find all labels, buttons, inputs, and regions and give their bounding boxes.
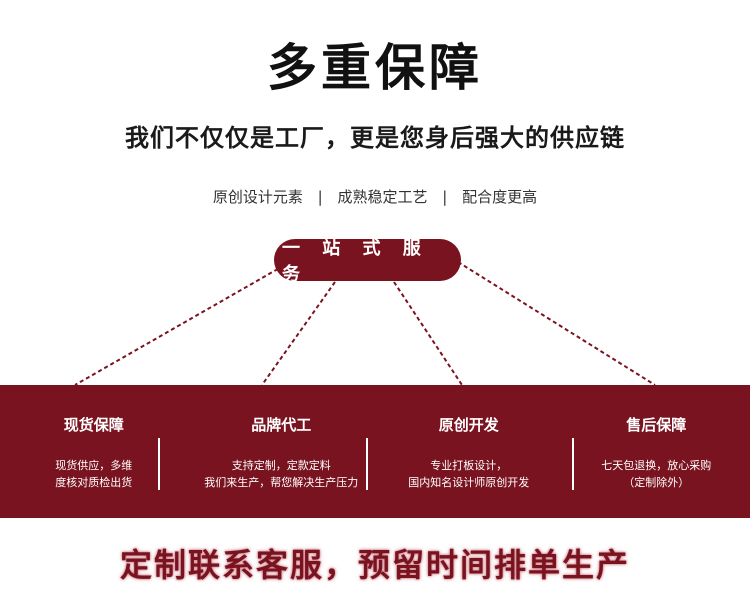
tagline-item-craft: 成熟稳定工艺	[337, 188, 428, 206]
column-description: 专业打板设计， 国内知名设计师原创开发	[375, 457, 563, 491]
column-desc-line: 现货供应，多维	[55, 459, 133, 472]
column-title: 品牌代工	[251, 416, 312, 434]
connector-line-1	[74, 261, 291, 386]
column-desc-line: （定制除外）	[623, 476, 690, 489]
tagline-separator: |	[317, 188, 323, 206]
guarantee-column-aftersales: 售后保障 七天包退换，放心采购 （定制除外）	[563, 385, 750, 518]
tagline-separator: |	[442, 188, 448, 206]
column-desc-line: 七天包退换，放心采购	[601, 459, 712, 472]
column-description: 现货供应，多维 度核对质检出货	[0, 457, 188, 491]
column-desc-line: 国内知名设计师原创开发	[408, 476, 530, 489]
column-desc-line: 专业打板设计，	[430, 459, 508, 472]
connector-line-2	[261, 281, 336, 386]
column-description: 支持定制，定款定料 我们来生产，帮您解决生产压力	[188, 457, 376, 491]
connector-lines	[74, 261, 656, 386]
column-divider	[572, 438, 574, 490]
connector-line-4	[457, 261, 656, 386]
column-title: 现货保障	[63, 416, 124, 434]
column-desc-line: 支持定制，定款定料	[231, 459, 331, 472]
tagline-item-design: 原创设计元素	[212, 188, 303, 206]
column-divider	[366, 438, 368, 490]
one-stop-service-badge: 一 站 式 服 务	[274, 238, 461, 285]
column-desc-line: 度核对质检出货	[55, 476, 133, 489]
column-title: 售后保障	[626, 416, 687, 434]
column-description: 七天包退换，放心采购 （定制除外）	[563, 457, 750, 491]
guarantee-column-stock: 现货保障 现货供应，多维 度核对质检出货	[0, 385, 188, 518]
tagline-item-cooperation: 配合度更高	[462, 188, 538, 206]
page-title: 多重保障	[267, 39, 483, 97]
call-to-action: 定制联系客服，预留时间排单生产	[119, 546, 630, 584]
column-desc-line: 我们来生产，帮您解决生产压力	[204, 476, 359, 489]
column-title: 原创开发	[438, 416, 499, 434]
column-divider	[158, 438, 160, 490]
guarantee-band: 现货保障 现货供应，多维 度核对质检出货 品牌代工 支持定制，定款定料 我们来生…	[0, 385, 750, 518]
tagline: 原创设计元素 | 成熟稳定工艺 | 配合度更高	[0, 186, 750, 207]
guarantee-column-oem: 品牌代工 支持定制，定款定料 我们来生产，帮您解决生产压力	[188, 385, 376, 518]
guarantee-column-original: 原创开发 专业打板设计， 国内知名设计师原创开发	[375, 385, 563, 518]
page-subtitle: 我们不仅仅是工厂，更是您身后强大的供应链	[125, 124, 625, 152]
connector-line-3	[393, 281, 463, 386]
